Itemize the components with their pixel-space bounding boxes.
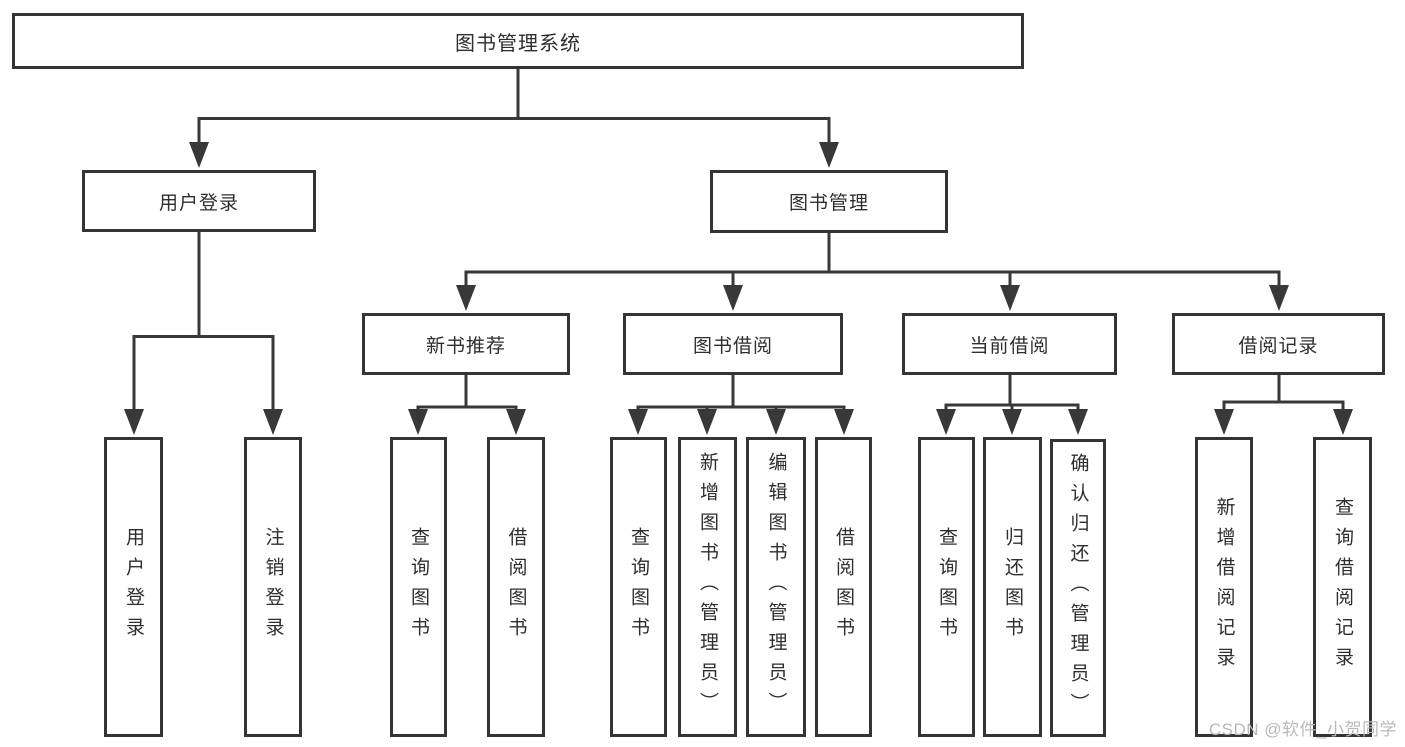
node-new-book-recommend-label: 新书推荐	[425, 335, 506, 357]
node-user-login: 用户登录	[104, 437, 163, 737]
node-book-management-branch: 图书管理	[710, 170, 948, 233]
arrowheads	[124, 142, 1353, 435]
node-borrow-books-recommend: 借阅图书	[487, 437, 545, 737]
node-borrow-records-label: 借阅记录	[1238, 335, 1319, 357]
node-query-books-current-label: 查询图书	[936, 527, 957, 647]
node-logout: 注销登录	[244, 437, 302, 737]
node-borrow-records: 借阅记录	[1172, 313, 1385, 375]
node-query-books-current: 查询图书	[918, 437, 975, 737]
node-current-borrow-label: 当前借阅	[969, 335, 1050, 357]
node-edit-book-admin-label: 编辑图书（管理员）	[765, 452, 787, 722]
node-borrow-books-label: 借阅图书	[833, 527, 854, 647]
node-book-management-branch-label: 图书管理	[788, 193, 869, 214]
node-query-books-borrow: 查询图书	[610, 437, 667, 737]
node-add-borrow-record: 新增借阅记录	[1195, 437, 1253, 737]
node-book-borrow-label: 图书借阅	[692, 335, 773, 357]
node-current-borrow: 当前借阅	[902, 313, 1117, 375]
node-return-book-label: 归还图书	[1002, 527, 1023, 647]
node-borrow-books: 借阅图书	[815, 437, 872, 737]
node-library-system: 图书管理系统	[12, 13, 1024, 69]
node-query-books-recommend: 查询图书	[390, 437, 447, 737]
node-query-books-recommend-label: 查询图书	[408, 527, 429, 647]
node-book-borrow: 图书借阅	[623, 313, 843, 375]
node-query-borrow-record: 查询借阅记录	[1313, 437, 1372, 737]
node-user-login-branch: 用户登录	[82, 170, 316, 232]
watermark: CSDN @软件_小贺同学	[1208, 720, 1397, 739]
node-return-book: 归还图书	[983, 437, 1042, 737]
node-borrow-books-recommend-label: 借阅图书	[505, 527, 527, 647]
node-new-book-recommend: 新书推荐	[362, 313, 570, 375]
node-add-borrow-record-label: 新增借阅记录	[1213, 497, 1235, 677]
node-library-system-label: 图书管理系统	[455, 32, 581, 55]
node-query-borrow-record-label: 查询借阅记录	[1332, 497, 1353, 677]
node-add-book-admin: 新增图书（管理员）	[678, 437, 737, 737]
node-edit-book-admin: 编辑图书（管理员）	[746, 437, 806, 737]
node-query-books-borrow-label: 查询图书	[628, 527, 649, 647]
node-add-book-admin-label: 新增图书（管理员）	[697, 452, 718, 722]
node-logout-label: 注销登录	[262, 527, 284, 647]
node-confirm-return-admin: 确认归还（管理员）	[1050, 439, 1106, 737]
node-user-login-label: 用户登录	[123, 527, 144, 647]
node-confirm-return-admin-label: 确认归还（管理员）	[1067, 453, 1089, 723]
node-user-login-branch-label: 用户登录	[158, 192, 239, 214]
